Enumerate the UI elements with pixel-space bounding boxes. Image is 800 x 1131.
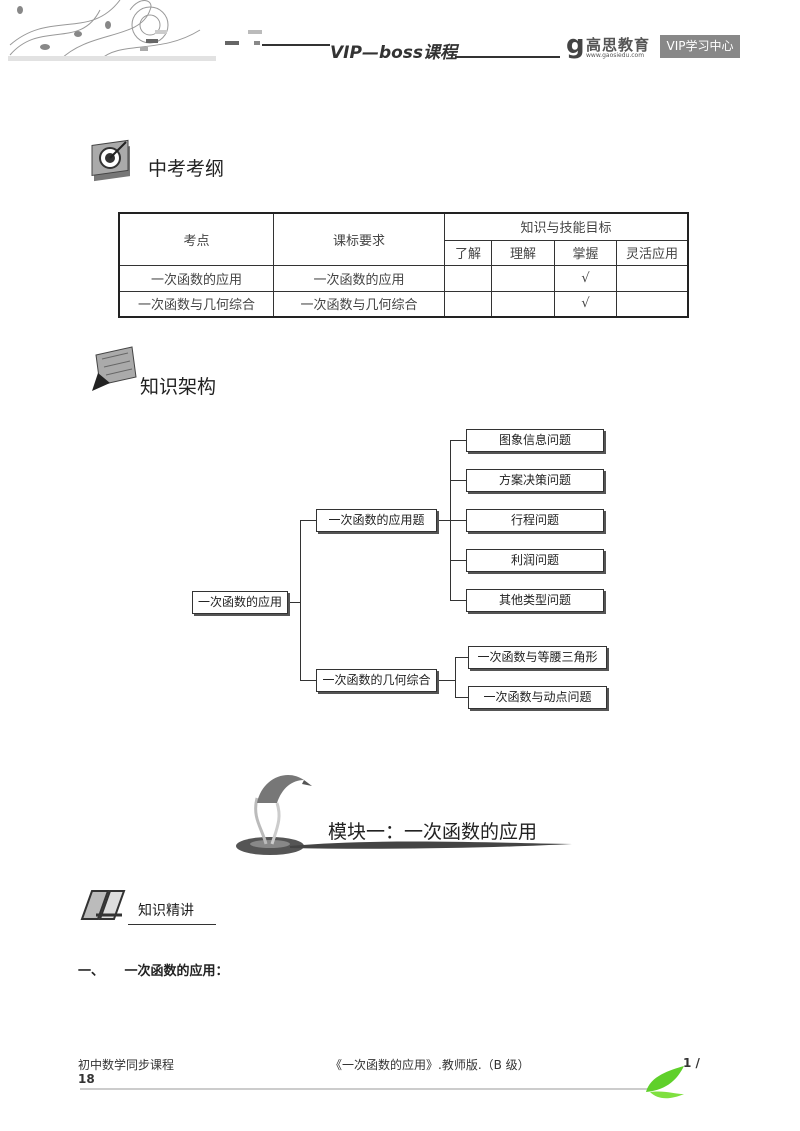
cell-mark	[444, 290, 492, 318]
course-title: VIP—boss课程	[330, 43, 458, 63]
cell-mark	[491, 290, 555, 318]
tree-leaf: 一次函数与等腰三角形	[468, 646, 607, 669]
cell-requirement: 一次函数的应用	[273, 264, 445, 292]
footer-course: 初中数学同步课程	[78, 1058, 175, 1072]
header-dash	[146, 39, 158, 43]
cell-point: 一次函数的应用	[118, 264, 274, 292]
cell-mark	[616, 264, 689, 292]
header-dash	[254, 41, 260, 45]
header-bar	[8, 56, 216, 61]
header-level: 灵活应用	[616, 239, 689, 266]
tree-root: 一次函数的应用	[192, 591, 288, 614]
footer-total-pages: 18	[78, 1072, 95, 1086]
header-level: 理解	[491, 239, 555, 266]
footer-line	[80, 1088, 650, 1090]
logo-url: www.gaosiedu.com	[586, 52, 645, 59]
floral-swirl-decoration	[9, 0, 201, 61]
table-row: 一次函数的应用 一次函数的应用 √	[118, 264, 689, 292]
cell-mark	[491, 264, 555, 292]
cell-mark	[444, 264, 492, 292]
logo-g-icon: g	[566, 30, 585, 60]
tree-leaf: 利润问题	[466, 549, 604, 572]
heading-text: 一次函数的应用：	[124, 964, 229, 979]
header-dash	[155, 30, 167, 34]
header-dash	[140, 47, 148, 51]
tree-leaf: 方案决策问题	[466, 469, 604, 492]
header-dash	[225, 41, 239, 45]
section-title-knowledge-structure: 知识架构	[140, 376, 217, 398]
section-title-exam-outline: 中考考纲	[148, 158, 225, 180]
tree-leaf: 图象信息问题	[466, 429, 604, 452]
tree-leaf: 行程问题	[466, 509, 604, 532]
module-title: 模块一：一次函数的应用	[328, 821, 538, 843]
check-mark: √	[554, 290, 617, 318]
cell-requirement: 一次函数与几何综合	[273, 290, 445, 318]
dolphin-banner-icon	[236, 774, 572, 855]
scroll-pen-icon	[92, 346, 137, 391]
header-skill-goals: 知识与技能目标	[444, 212, 689, 241]
target-book-icon	[91, 139, 130, 182]
tree-leaf: 一次函数与动点问题	[468, 686, 607, 709]
tree-branch: 一次函数的应用题	[316, 509, 437, 532]
section-title-knowledge-lecture: 知识精讲	[138, 903, 194, 919]
header-point: 考点	[118, 212, 274, 266]
check-mark: √	[554, 264, 617, 292]
section-underline	[128, 924, 216, 925]
header-requirement: 课标要求	[273, 212, 445, 266]
leaf-icon	[646, 1066, 684, 1099]
vip-center-badge: VIP学习中心	[660, 35, 740, 58]
footer-page: 1 /	[683, 1056, 700, 1070]
heading-1: 一、 一次函数的应用：	[78, 960, 229, 979]
tree-branch: 一次函数的几何综合	[316, 669, 437, 692]
cell-mark	[616, 290, 689, 318]
header-level: 了解	[444, 239, 492, 266]
header-level: 掌握	[554, 239, 617, 266]
cell-point: 一次函数与几何综合	[118, 290, 274, 318]
header-line	[455, 56, 560, 58]
logo-name: 高思教育	[586, 36, 651, 54]
knowledge-lecture-icon	[80, 890, 126, 920]
heading-number: 一、	[78, 964, 105, 979]
header-line	[262, 44, 330, 46]
table-row: 一次函数与几何综合 一次函数与几何综合 √	[118, 290, 689, 318]
footer-doc-title: 《一次函数的应用》.教师版.（B 级）	[330, 1058, 530, 1072]
tree-leaf: 其他类型问题	[466, 589, 604, 612]
exam-outline-table: 考点 课标要求 知识与技能目标 了解 理解 掌握 灵活应用 一次函数的应用 一次…	[118, 212, 689, 318]
header-dash	[248, 30, 262, 34]
